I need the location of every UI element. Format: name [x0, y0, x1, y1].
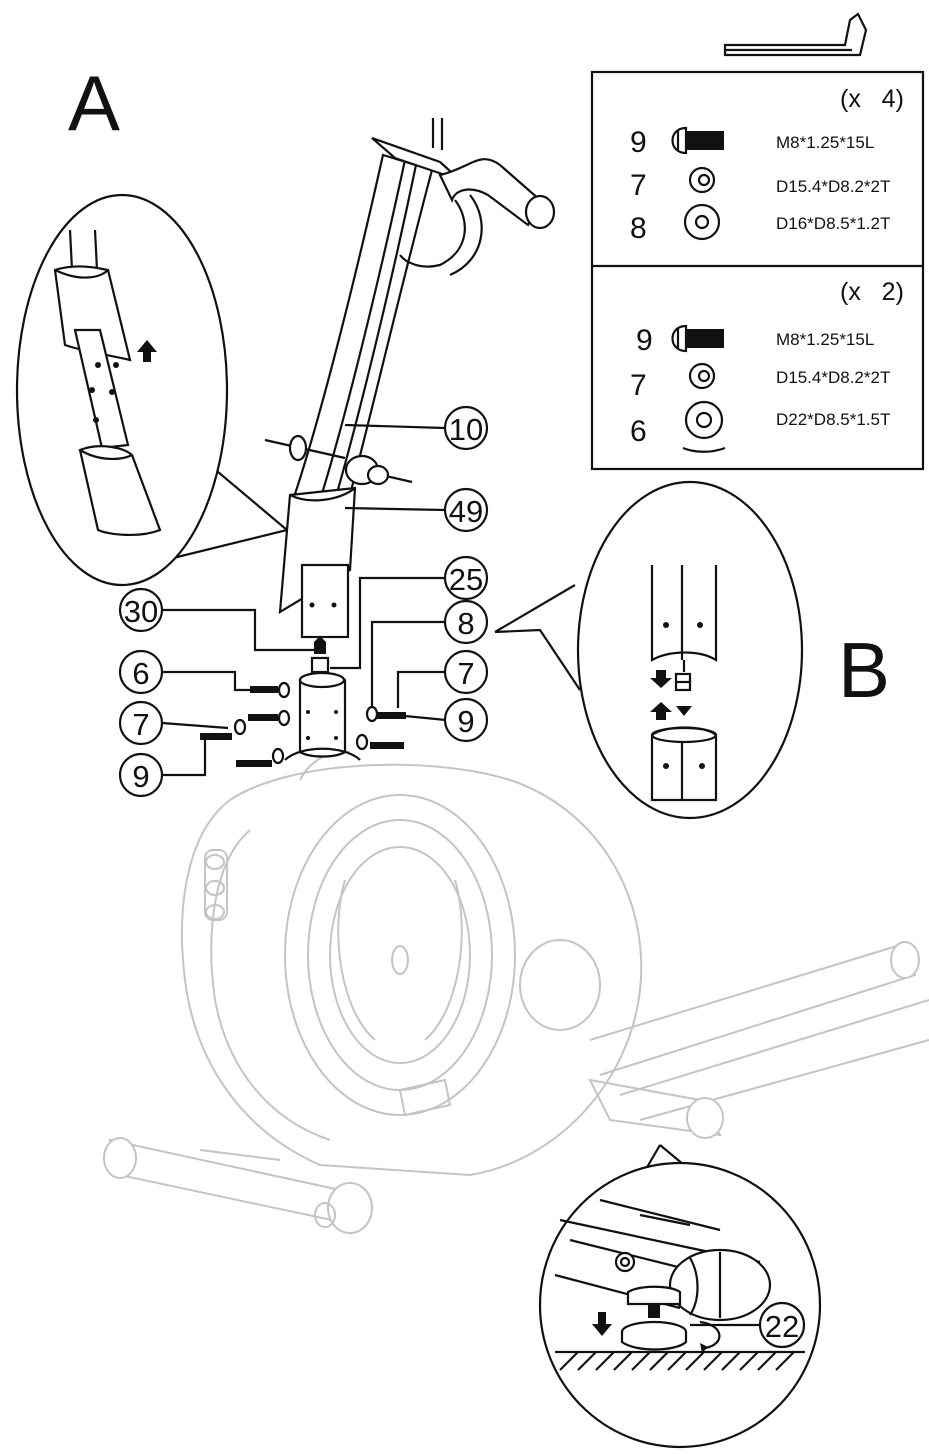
elliptical-base-faded	[103, 750, 929, 1234]
callout-7-right: 7	[443, 649, 489, 695]
arrow-down-icon	[592, 1312, 612, 1336]
svg-text:25: 25	[449, 562, 483, 597]
arrow-down-icon	[650, 670, 672, 688]
washer-icon	[683, 203, 721, 241]
callout-8: 8	[443, 599, 489, 645]
bolts-right	[355, 705, 406, 751]
svg-text:7: 7	[132, 707, 149, 742]
callout-22: 22	[758, 1301, 806, 1349]
step-label-a: A	[68, 59, 120, 147]
svg-text:9: 9	[132, 759, 149, 794]
detail-a	[15, 193, 229, 587]
arrow-up-icon	[650, 702, 672, 720]
callout-6: 6	[118, 649, 164, 695]
svg-text:6: 6	[132, 656, 149, 691]
washer-icon	[682, 400, 726, 453]
svg-text:30: 30	[124, 594, 158, 629]
hardware-table: (x 4) 9 7 8 M8*1.25*15L D15.4*D8.2*2T D1…	[590, 70, 925, 471]
part-number: 8	[630, 212, 647, 245]
rotate-icon	[699, 1320, 721, 1350]
part-spec: D22*D8.5*1.5T	[776, 410, 890, 429]
callout-30: 30	[118, 587, 164, 633]
svg-text:7: 7	[457, 656, 474, 691]
base-tube	[284, 671, 361, 761]
part-number: 7	[630, 169, 647, 202]
arrow-up-icon	[137, 340, 157, 362]
callout-10: 10	[443, 405, 489, 451]
bolts-left	[200, 681, 291, 767]
washer-icon	[688, 166, 716, 194]
qty-group-2: (x 2)	[840, 278, 904, 306]
step-label-b: B	[838, 626, 890, 714]
callout-25: 25	[443, 555, 489, 601]
part-number: 6	[630, 415, 647, 448]
callout-49: 49	[443, 487, 489, 533]
part-spec: M8*1.25*15L	[776, 330, 874, 349]
detail-b	[576, 480, 804, 820]
callouts: 10 49 25 30 8 6 7 7	[118, 405, 806, 1349]
part-spec: D16*D8.5*1.2T	[776, 214, 890, 233]
part-number: 9	[636, 324, 653, 357]
svg-text:8: 8	[457, 606, 474, 641]
allen-key-icon	[723, 12, 868, 57]
callout-7-left: 7	[118, 700, 164, 746]
upright-post	[264, 118, 556, 674]
svg-text:22: 22	[765, 1309, 799, 1344]
detail-foot	[538, 1161, 822, 1449]
callout-9-left: 9	[118, 752, 164, 798]
svg-text:49: 49	[449, 494, 483, 529]
part-spec: D15.4*D8.2*2T	[776, 177, 890, 196]
part-spec: D15.4*D8.2*2T	[776, 368, 890, 387]
part-number: 7	[630, 369, 647, 402]
callout-9-right: 9	[443, 697, 489, 743]
qty-group-1: (x 4)	[840, 85, 904, 113]
part-spec: M8*1.25*15L	[776, 133, 874, 152]
svg-text:10: 10	[449, 412, 483, 447]
washer-icon	[688, 362, 716, 390]
svg-text:9: 9	[457, 704, 474, 739]
bolt-icon	[671, 324, 724, 353]
part-number: 9	[630, 126, 647, 159]
bolt-icon	[671, 126, 724, 155]
